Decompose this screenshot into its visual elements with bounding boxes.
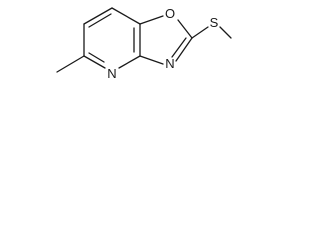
pyridine-nitrogen-atom-label: N — [107, 66, 116, 81]
bond-n4-c3a — [118, 55, 141, 69]
bond-c5-n4 — [83, 55, 106, 69]
bond-c7a-o1 — [139, 15, 164, 25]
bond-methyl — [56, 55, 85, 73]
chemical-structure-diagram: O N N S — [56, 6, 232, 81]
sulfur-atom-label: S — [210, 15, 219, 30]
bond-c7-c6-inner — [88, 13, 112, 28]
bond-c2-s — [191, 26, 209, 39]
bond-n3-c3a — [139, 55, 164, 65]
imine-nitrogen-atom-label: N — [165, 56, 174, 71]
bond-c7-c6 — [83, 7, 113, 25]
oxygen-atom-label: O — [165, 6, 175, 21]
bond-c7a-c7 — [111, 7, 141, 25]
bond-c2-n3-inner — [171, 37, 187, 58]
bond-c2-n3 — [175, 37, 193, 62]
bond-s-methyl — [219, 26, 232, 39]
bond-c5-n4-inner — [88, 52, 105, 63]
bond-o1-c2 — [177, 19, 193, 39]
